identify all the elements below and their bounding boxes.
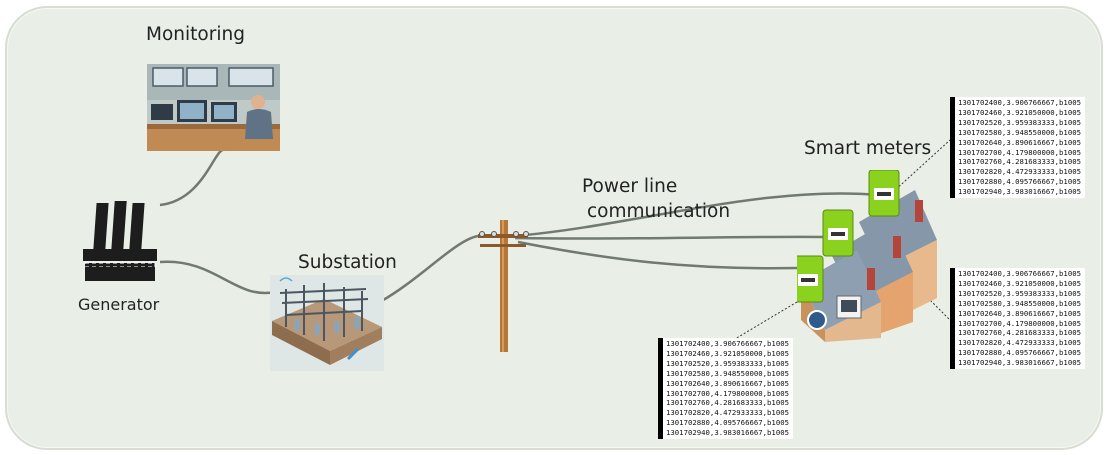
data-line: 1301702940,3.983016667,b1005 xyxy=(958,358,1082,368)
substation-label: Substation xyxy=(298,252,397,273)
data-line: 1301702880,4.095766667,b1005 xyxy=(958,177,1082,187)
data-line: 1301702880,4.095766667,b1005 xyxy=(666,418,790,428)
data-line: 1301702460,3.921050000,b1005 xyxy=(666,348,790,358)
data-line: 1301702520,3.959383333,b1005 xyxy=(666,358,790,368)
wire-generator-substation xyxy=(159,260,276,295)
data-line: 1301702580,3.948550000,b1005 xyxy=(958,127,1082,137)
data-line: 1301702700,4.179800000,b1005 xyxy=(666,388,790,398)
utility-pole-icon xyxy=(478,220,529,352)
wire-pole-meter-2 xyxy=(514,235,833,240)
data-line: 1301702760,4.281683333,b1005 xyxy=(958,157,1082,167)
wire-substation-pole xyxy=(377,234,479,305)
data-line: 1301702400,3.906766667,b1005 xyxy=(958,98,1082,107)
leader-meter-1 xyxy=(892,139,951,193)
generator-icon xyxy=(83,201,157,281)
data-line: 1301702700,4.179800000,b1005 xyxy=(958,318,1082,328)
power-line-label: Power line xyxy=(582,176,678,197)
meter-data-block-bottom: 1301702400,3.906766667,b1005 1301702460,… xyxy=(658,338,794,440)
meter-data-block-right: 1301702400,3.906766667,b1005 1301702460,… xyxy=(950,268,1086,370)
data-line: 1301702760,4.281683333,b1005 xyxy=(666,398,790,408)
data-line: 1301702880,4.095766667,b1005 xyxy=(958,348,1082,358)
wire-pole-meter-3 xyxy=(517,240,799,270)
control-room-icon xyxy=(147,64,280,151)
data-line: 1301702580,3.948550000,b1005 xyxy=(958,298,1082,308)
substation-image xyxy=(270,275,384,371)
data-line: 1301702640,3.890616667,b1005 xyxy=(958,137,1082,147)
data-line: 1301702940,3.983016667,b1005 xyxy=(666,428,790,438)
data-line: 1301702580,3.948550000,b1005 xyxy=(666,368,790,378)
data-line: 1301702400,3.906766667,b1005 xyxy=(666,339,790,348)
data-line: 1301702940,3.983016667,b1005 xyxy=(958,187,1082,197)
data-line: 1301702760,4.281683333,b1005 xyxy=(958,328,1082,338)
data-line: 1301702460,3.921050000,b1005 xyxy=(958,107,1082,117)
data-line: 1301702820,4.472933333,b1005 xyxy=(666,408,790,418)
monitoring-label: Monitoring xyxy=(146,24,245,45)
smart-meters-label: Smart meters xyxy=(804,138,932,159)
data-line: 1301702820,4.472933333,b1005 xyxy=(958,167,1082,177)
data-line: 1301702400,3.906766667,b1005 xyxy=(958,269,1082,278)
data-line: 1301702520,3.959383333,b1005 xyxy=(958,288,1082,298)
leader-meter-3 xyxy=(729,301,798,343)
smart-meter-2 xyxy=(822,209,854,257)
smart-meter-3 xyxy=(797,255,824,303)
data-line: 1301702520,3.959383333,b1005 xyxy=(958,117,1082,127)
data-line: 1301702820,4.472933333,b1005 xyxy=(958,338,1082,348)
smart-meter-1 xyxy=(868,170,900,217)
communication-label: communication xyxy=(587,201,731,222)
meter-data-block-top: 1301702400,3.906766667,b1005 1301702460,… xyxy=(950,97,1086,199)
data-line: 1301702700,4.179800000,b1005 xyxy=(958,147,1082,157)
data-line: 1301702640,3.890616667,b1005 xyxy=(958,308,1082,318)
data-line: 1301702640,3.890616667,b1005 xyxy=(666,378,790,388)
data-line: 1301702460,3.921050000,b1005 xyxy=(958,278,1082,288)
monitoring-image xyxy=(147,64,280,151)
houses-image xyxy=(797,170,937,342)
wire-generator-monitoring xyxy=(159,148,226,207)
generator-label: Generator xyxy=(78,295,160,314)
wire-pole-meter-1 xyxy=(514,192,881,238)
